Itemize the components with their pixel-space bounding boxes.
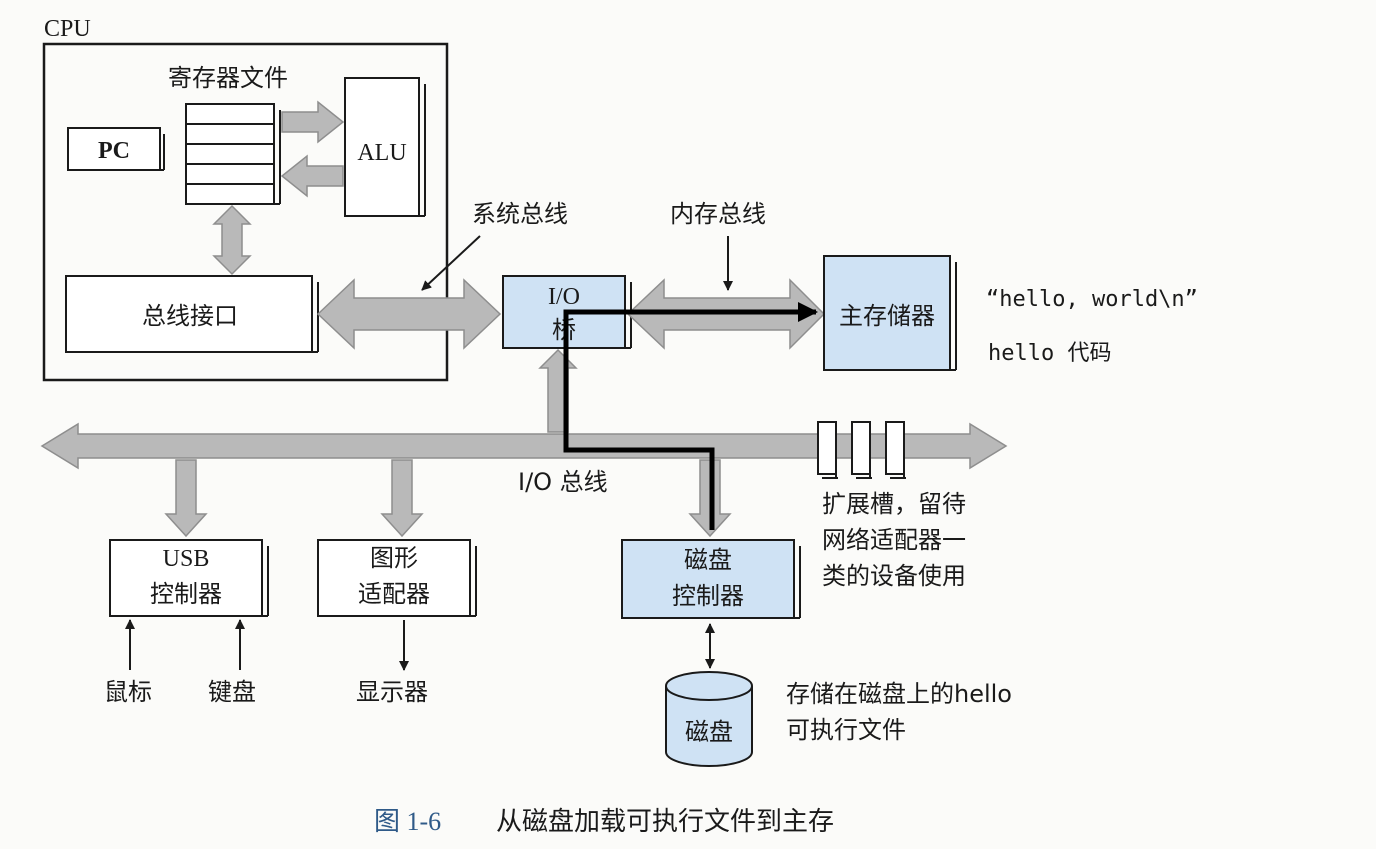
usb-controller-label-1: USB [163, 546, 210, 572]
expansion-label-1: 扩展槽，留待 [822, 490, 966, 518]
alu-to-reg-arrow [280, 154, 344, 198]
figure-caption: 从磁盘加载可执行文件到主存 [496, 807, 834, 837]
pc-box [67, 127, 161, 171]
hello-code-label: hello 代码 [988, 341, 1111, 366]
disk-label: 磁盘 [685, 718, 733, 746]
alu-label: ALU [357, 140, 406, 166]
load-data-path [563, 302, 818, 530]
usb-controller-label-2: 控制器 [150, 580, 222, 608]
graphics-adapter-label-2: 适配器 [358, 580, 430, 608]
cpu-box [42, 42, 449, 382]
figure-number: 图 1-6 [374, 807, 441, 836]
bridge-io-connector [538, 348, 578, 433]
graphics-drop-arrow [380, 459, 424, 538]
cpu-label: CPU [44, 16, 91, 42]
hello-string-label: “hello, world\n” [986, 287, 1198, 312]
register-file [185, 103, 281, 205]
disk-note-label-1: 存储在磁盘上的hello [786, 680, 1012, 708]
display-label: 显示器 [356, 678, 428, 706]
disk-cylinder [665, 671, 753, 767]
io-bridge-label-1: I/O [548, 284, 580, 310]
reg-to-alu-arrow [281, 100, 345, 144]
mouse-label: 鼠标 [104, 678, 152, 706]
disk-controller-label-1: 磁盘 [684, 546, 732, 574]
main-memory-label: 主存储器 [839, 302, 935, 330]
io-bus-label: I/O 总线 [518, 468, 608, 496]
disk-controller-label-2: 控制器 [672, 582, 744, 610]
system-bus-label: 系统总线 [472, 200, 568, 228]
bus-interface-box [65, 275, 313, 353]
keyboard-label: 键盘 [208, 678, 256, 706]
expansion-label-2: 网络适配器一 [822, 526, 966, 554]
graphics-adapter-box [317, 539, 471, 617]
alu-box [344, 77, 420, 217]
disk-note-label-2: 可执行文件 [786, 716, 906, 744]
bus-interface-label: 总线接口 [142, 302, 238, 330]
memory-bus-label: 内存总线 [670, 200, 766, 228]
register-file-label: 寄存器文件 [168, 64, 288, 92]
main-memory-box [823, 255, 951, 371]
expansion-slots [817, 421, 906, 479]
system-bus [316, 278, 502, 350]
usb-controller-box [109, 539, 263, 617]
pc-label: PC [98, 138, 130, 164]
graphics-adapter-label-1: 图形 [370, 544, 418, 572]
io-bus [40, 422, 1008, 470]
reg-bus-arrow [212, 204, 252, 276]
expansion-label-3: 类的设备使用 [822, 562, 966, 590]
usb-drop-arrow [164, 459, 208, 538]
